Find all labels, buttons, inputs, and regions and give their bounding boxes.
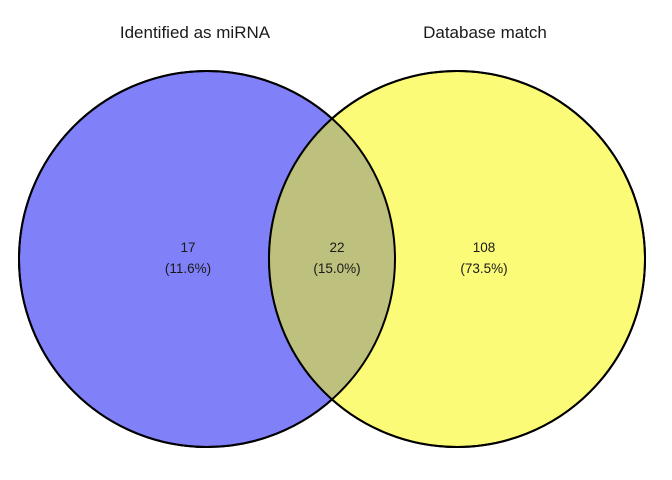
region-count-intersection: 22 <box>329 240 344 255</box>
set-title-right: Database match <box>423 23 547 42</box>
region-count-left-only: 17 <box>180 240 195 255</box>
venn-overlap-region[interactable] <box>269 71 645 447</box>
region-percent-right-only: (73.5%) <box>460 261 507 276</box>
set-title-left: Identified as miRNA <box>120 23 271 42</box>
region-count-right-only: 108 <box>473 240 496 255</box>
region-percent-left-only: (11.6%) <box>165 261 211 276</box>
region-percent-intersection: (15.0%) <box>313 261 360 276</box>
venn-overlap-group <box>269 71 645 447</box>
venn-circle-left-outline <box>18 70 396 448</box>
venn-circle-right-outline <box>268 70 646 448</box>
